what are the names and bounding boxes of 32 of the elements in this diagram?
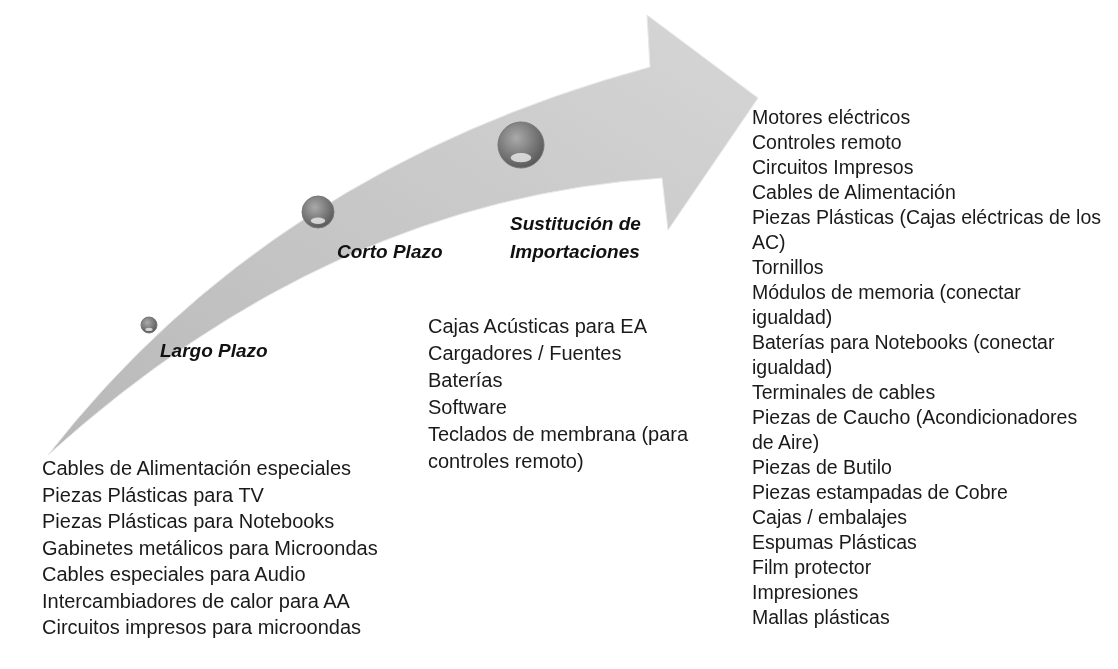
list-item: Piezas de Caucho (Acondicionadores de Aire) bbox=[752, 405, 1079, 455]
list-item: Cajas Acústicas para EA bbox=[428, 314, 648, 339]
list-item: Cables de Alimentación bbox=[752, 180, 957, 205]
list-item: Gabinetes metálicos para Microondas bbox=[42, 535, 379, 561]
stage-label: Sustitución de Importaciones bbox=[510, 212, 642, 264]
list-item: Espumas Plásticas bbox=[752, 530, 918, 555]
list-item: Piezas de Butilo bbox=[752, 455, 893, 480]
list-item: Intercambiadores de calor para AA bbox=[42, 588, 351, 614]
stage-label: Corto Plazo bbox=[337, 240, 444, 264]
list-item: Piezas Plásticas (Cajas eléctricas de los AC) bbox=[752, 205, 1102, 255]
list-item: Motores eléctricos bbox=[752, 105, 912, 130]
list-item: Cargadores / Fuentes bbox=[428, 341, 623, 366]
list-item: Teclados de membrana (para controles remoto) bbox=[428, 422, 690, 474]
list-item: Piezas estampadas de Cobre bbox=[752, 480, 1009, 505]
list-item: Baterías para Notebooks (conectar igualdad) bbox=[752, 330, 1056, 380]
list-item: Cables especiales para Audio bbox=[42, 562, 307, 587]
list-item: Cables de Alimentación especiales bbox=[42, 456, 353, 481]
list-item: Circuitos Impresos bbox=[752, 155, 915, 180]
list-item: Módulos de memoria (conectar igualdad) bbox=[752, 280, 1022, 330]
list-item: Tornillos bbox=[752, 255, 825, 280]
list-item: Mallas plásticas bbox=[752, 605, 891, 630]
list-item: Terminales de cables bbox=[752, 380, 937, 405]
list-item: Software bbox=[428, 395, 508, 420]
list-item: Piezas Plásticas para Notebooks bbox=[42, 509, 336, 534]
stage-label: Largo Plazo bbox=[160, 339, 269, 363]
list-item: Baterías bbox=[428, 368, 504, 393]
list-item: Impresiones bbox=[752, 580, 860, 605]
list-item: Piezas Plásticas para TV bbox=[42, 482, 265, 508]
list-item: Controles remoto bbox=[752, 130, 903, 155]
list-item: Film protector bbox=[752, 555, 873, 580]
list-item: Circuitos impresos para microondas bbox=[42, 615, 362, 640]
list-item: Cajas / embalajes bbox=[752, 505, 908, 530]
